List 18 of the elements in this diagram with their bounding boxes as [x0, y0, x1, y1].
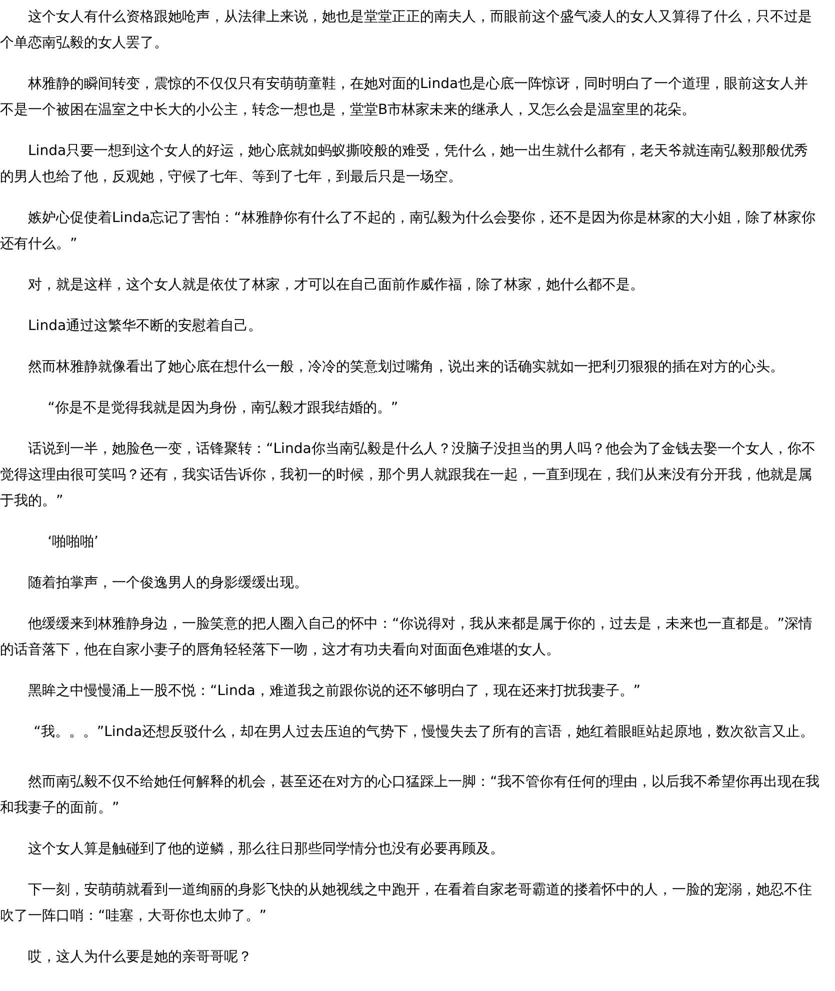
paragraph: 他缓缓来到林雅静身边，一脸笑意的把人圈入自己的怀中：“你说得对，我从来都是属于你的，过去是，未来也一直都是。”深情的话音落下，他在自家小妻子的唇角轻轻落下一吻，这才有功夫看向对面面色难堪的女人。: [0, 615, 814, 660]
paragraph: 黑眸之中慢慢涌上一股不悦：“Linda，难道我之前跟你说的还不够明白了，现在还来打扰我妻子。”: [27, 682, 642, 701]
paragraph: 然而南弘毅不仅不给她任何解释的机会，甚至还在对方的心口猛踩上一脚：“我不管你有任何的理由，以后我不希望你再出现在我和我妻子的面前。”: [0, 773, 820, 818]
paragraph: 随着拍掌声，一个俊逸男人的身影缓缓出现。: [27, 574, 309, 593]
paragraph: “你是不是觉得我就是因为身份，南弘毅才跟我结婚的。”: [46, 399, 400, 418]
paragraph: ‘啪啪啪’: [46, 533, 100, 552]
paragraph: “我。。。”Linda还想反驳什么，却在男人过去压迫的气势下，慢慢失去了所有的言语，她红着眼眶站起原地，数次欲言又止。: [32, 723, 816, 742]
paragraph: 这个女人有什么资格跟她呛声，从法律上来说，她也是堂堂正正的南夫人，而眼前这个盛气凌人的女人又算得了什么，只不过是个单恋南弘毅的女人罢了。: [0, 8, 813, 53]
paragraph: 对，就是这样，这个女人就是依仗了林家，才可以在自己面前作威作福，除了林家，她什么都不是。: [27, 276, 645, 295]
paragraph: 嫉妒心促使着Linda忘记了害怕：“林雅静你有什么了不起的，南弘毅为什么会娶你，还不是因为你是林家的大小姐，除了林家你还有什么。”: [0, 209, 816, 254]
paragraph: 话说到一半，她脸色一变，话锋聚转：“Linda你当南弘毅是什么人？没脑子没担当的男人吗？他会为了金钱去娶一个女人，你不觉得这理由很可笑吗？还有，我实话告诉你，我初一的时候，那个男人就跟我在一起，一直到现在，我们从来没有分开我，他就是属于我的。”: [0, 440, 816, 511]
paragraph: 然而林雅静就像看出了她心底在想什么一般，冷冷的笑意划过嘴角，说出来的话确实就如一把利刃狠狠的插在对方的心头。: [27, 358, 785, 377]
paragraph: Linda只要一想到这个女人的好运，她心底就如蚂蚁撕咬般的难受，凭什么，她一出生就什么都有，老天爷就连南弘毅那般优秀的男人也给了他，反观她，守候了七年、等到了七年，到最后只是一场空。: [0, 142, 810, 187]
paragraph: 下一刻，安萌萌就看到一道绚丽的身影飞快的从她视线之中跑开，在看着自家老哥霸道的搂着怀中的人，一脸的宠溺，她忍不住吹了一阵口哨：“哇塞，大哥你也太帅了。”: [0, 881, 813, 926]
paragraph: Linda通过这繁华不断的安慰着自己。: [27, 317, 264, 336]
paragraph: 林雅静的瞬间转变，震惊的不仅仅只有安萌萌童鞋，在她对面的Linda也是心底一阵惊讶，同时明白了一个道理，眼前这女人并不是一个被困在温室之中长大的小公主，转念一想也是，堂堂B市林家未来的继承人，又怎么会是温室里的花朵。: [0, 75, 810, 120]
paragraph: 这个女人算是触碰到了他的逆鳞，那么往日那些同学情分也没有必要再顾及。: [27, 840, 505, 859]
paragraph: 哎，这人为什么要是她的亲哥哥呢？: [27, 948, 253, 967]
